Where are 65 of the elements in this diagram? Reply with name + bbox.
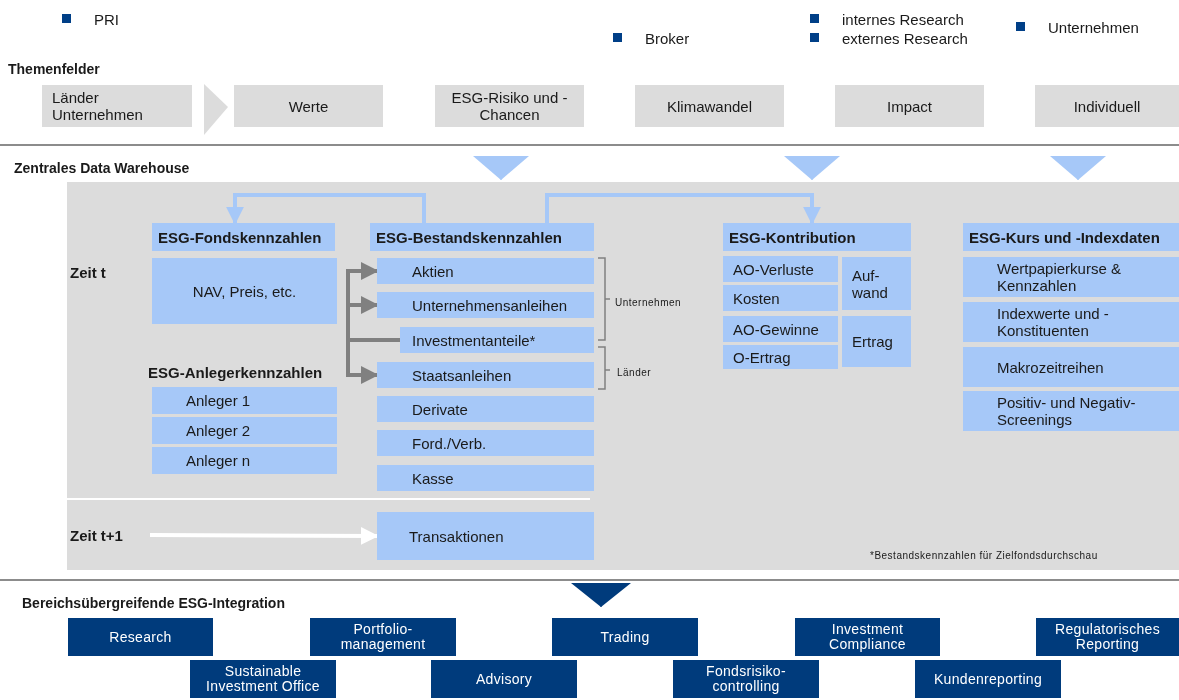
theme-box: Werte [234,85,383,127]
data-box: Anleger 2 [152,417,337,444]
legend-text: PRI [94,11,119,28]
legend-text: externes Research [842,30,968,47]
arrow [226,193,426,225]
direction-arrow [473,155,529,181]
department-box: Trading [552,618,698,656]
data-box: NAV, Preis, etc. [152,258,337,324]
legend-text: Broker [645,30,690,47]
data-box: Kosten [723,285,838,311]
direction-arrow [784,155,840,181]
legend-text: Unternehmen [1048,19,1139,36]
data-box: Anleger n [152,447,337,474]
department-box: Fondsrisiko- controlling [673,660,819,698]
panel-box [67,182,1179,570]
data-box: Positiv- und Negativ- Screenings [963,391,1179,431]
theme-box: Klimawandel [635,85,784,127]
section-heading: Zentrales Data Warehouse [14,160,190,177]
time-label: Zeit t+1 [68,524,148,546]
department-box: Advisory [431,660,577,698]
department-box: Kundenreporting [915,660,1061,698]
data-box: Investmentanteile* [400,327,594,353]
theme-box: Impact [835,85,984,127]
arrow [545,193,821,225]
section-heading: Bereichsübergreifende ESG-Integration [22,595,285,612]
data-box: Anleger 1 [152,387,337,414]
arrow [150,526,379,545]
arrow [346,338,400,384]
data-box: Ertrag [842,316,911,367]
time-label: Zeit t [70,264,106,281]
direction-arrow [1050,155,1106,181]
header-box: ESG-Kontribution [723,223,911,251]
department-box: Research [68,618,213,656]
data-box: Derivate [377,396,594,422]
legend-text: internes Research [842,11,964,28]
data-box: Indexwerte und -Konstituenten [963,302,1179,342]
data-box: Kasse [377,465,594,491]
header-box: ESG-Kurs und -Indexdaten [963,223,1179,251]
data-box: Unternehmensanleihen [377,292,594,318]
group-heading: ESG-Anlegerkennzahlen [148,364,323,381]
data-box: Wertpapierkurse & Kennzahlen [963,257,1179,297]
theme-box: ESG-Risiko und -Chancen [435,85,584,127]
direction-arrow [571,582,631,608]
data-box: Auf- wand [842,257,911,310]
data-box: Staatsanleihen [377,362,594,388]
department-box: Sustainable Investment Office [190,660,336,698]
department-box: Regulatorisches Reporting [1036,618,1179,656]
theme-box: Individuell [1035,85,1179,127]
header-box: ESG-Fondskennzahlen [152,223,335,251]
data-box: AO-Gewinne [723,316,838,342]
department-box: Portfolio- management [310,618,456,656]
theme-box: Länder Unternehmen [42,85,192,127]
bracket-label: Länder [617,366,652,380]
header-box: ESG-Bestandskennzahlen [370,223,594,251]
department-box: Investment Compliance [795,618,940,656]
data-box: Makrozeitreihen [963,347,1179,387]
bracket-label: Unternehmen [615,296,682,310]
chevron-arrow [204,84,228,135]
data-box: Transaktionen [377,512,594,560]
data-box: O-Ertrag [723,345,838,369]
data-box: AO-Verluste [723,256,838,282]
data-box: Aktien [377,258,594,284]
section-heading: Themenfelder [8,61,100,78]
data-box: Ford./Verb. [377,430,594,456]
footnote: *Bestandskennzahlen für Zielfondsdurchschau [870,549,1098,563]
